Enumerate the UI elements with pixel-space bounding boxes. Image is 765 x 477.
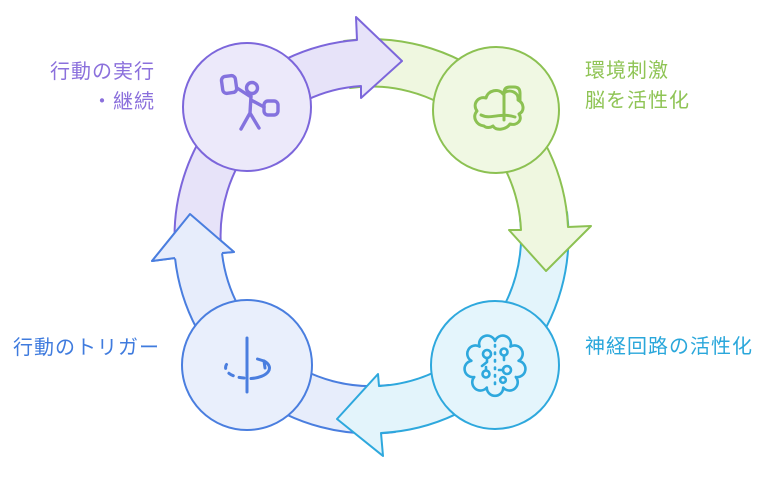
label-trigger: 行動のトリガー [13,333,160,363]
node-circle-action [182,42,312,172]
brain-icon [473,85,525,131]
label-trigger-line1: 行動のトリガー [13,337,160,359]
label-action: 行動の実行 ・継続 [15,57,155,117]
node-circle-circuit [430,300,560,430]
arrow-trigger-head-outline [151,213,235,262]
label-action-line2: ・継続 [92,91,155,113]
label-stimulus: 環境刺激 脳を活性化 [585,56,690,116]
rotate-axis-icon [224,336,271,394]
person-activity-icon [219,73,280,131]
label-stimulus-line2: 脳を活性化 [585,90,690,112]
label-action-line1: 行動の実行 [50,61,155,83]
label-circuit: 神経回路の活性化 [585,332,753,362]
brain-circuit-icon [463,334,527,398]
arrow-trigger-head-overlay [152,214,234,261]
label-stimulus-line1: 環境刺激 [585,60,669,82]
arrow-circuit-to-trigger [336,211,570,457]
label-circuit-line1: 神経回路の活性化 [585,336,753,358]
node-circle-stimulus [432,46,560,174]
